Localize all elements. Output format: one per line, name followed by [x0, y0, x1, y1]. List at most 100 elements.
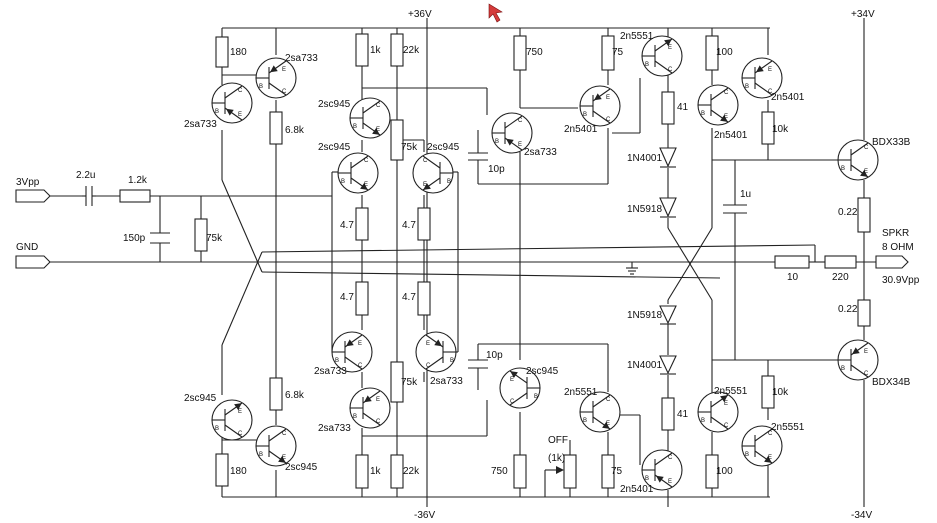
label-sa733-q6: 2sa733 — [524, 147, 557, 158]
label-n5551-q17: 2n5551 — [714, 386, 748, 397]
resistor-022-bottom — [857, 299, 871, 327]
pin-label: C — [282, 89, 287, 95]
output-swing-label: 30.9Vpp — [882, 275, 920, 286]
label-sa733-q11: 2sa733 — [314, 366, 347, 377]
input-label: 3Vpp — [16, 177, 40, 188]
pin-label: E — [606, 421, 610, 427]
label-sc945-q14: 2sc945 — [526, 366, 559, 377]
capacitors — [82, 152, 747, 369]
label-100-bottom: 100 — [716, 466, 733, 477]
label-sc945-q19: 2sc945 — [184, 393, 217, 404]
transistor-2sc945-q20: BCE — [255, 425, 297, 467]
rail-label-pos36: +36V — [408, 9, 432, 20]
resistor-41-bottom — [661, 397, 675, 431]
mouse-cursor-icon — [488, 3, 503, 23]
label-sc945-q5: 2sc945 — [427, 142, 460, 153]
label-sc945-q4: 2sc945 — [318, 142, 351, 153]
label-6k8-top: 6.8k — [285, 125, 305, 136]
label-1k-top: 1k — [370, 45, 382, 56]
pin-label: C — [426, 363, 431, 369]
transistor-bdx34b: BCE — [837, 339, 879, 381]
label-1n4001-bottom: 1N4001 — [627, 360, 662, 371]
label-n5551-q18: 2n5551 — [771, 422, 805, 433]
label-sc945-q20: 2sc945 — [285, 462, 318, 473]
pin-label: B — [534, 394, 538, 400]
label-750-top: 750 — [526, 47, 543, 58]
pin-label: E — [864, 169, 868, 175]
pin-label: C — [376, 103, 381, 109]
resistor-100-top — [705, 35, 719, 71]
label-10p-top: 10p — [488, 164, 505, 175]
label-75-bottom: 75 — [611, 466, 623, 477]
label-sa733-q13: 2sa733 — [318, 423, 351, 434]
pin-label: E — [426, 341, 430, 347]
pin-label: E — [238, 409, 242, 415]
label-180-bottom: 180 — [230, 466, 247, 477]
pin-label: C — [606, 117, 611, 123]
speaker-impedance-label: 8 OHM — [882, 242, 914, 253]
pin-label: C — [518, 118, 523, 124]
cap-150p-label: 150p — [123, 233, 146, 244]
diode-1n5918-top — [659, 197, 677, 218]
label-bdx34b: BDX34B — [872, 377, 911, 388]
pin-label: C — [376, 419, 381, 425]
pin-label: C — [724, 90, 729, 96]
resistor-180-bottom — [215, 453, 229, 487]
pin-label: B — [583, 418, 587, 424]
diodes — [659, 147, 677, 375]
label-1n5918-top: 1N5918 — [627, 204, 662, 215]
label-41-bottom: 41 — [677, 409, 689, 420]
resistor-10k-top — [761, 111, 775, 145]
label-4k7-a: 4.7 — [340, 220, 354, 231]
transistor-2sc945-q5: BCE — [412, 152, 454, 194]
label-1u: 1u — [740, 189, 751, 200]
pin-label: E — [282, 67, 286, 73]
pin-label: E — [668, 45, 672, 51]
resistor-750-bottom — [513, 454, 527, 489]
pin-label: B — [215, 426, 219, 432]
resistor-22k-top — [390, 33, 404, 67]
speaker-port-arrow — [875, 255, 909, 269]
label-220: 220 — [832, 272, 849, 283]
pin-label: B — [645, 62, 649, 68]
pin-label: B — [335, 358, 339, 364]
label-sa733-q1: 2sa733 — [184, 119, 217, 130]
pin-label: B — [341, 179, 345, 185]
transistor-2sa733-q12: BCE — [415, 331, 457, 373]
pin-label: E — [510, 377, 514, 383]
pin-label: B — [447, 179, 451, 185]
diode-1n4001-bottom — [659, 355, 677, 375]
pin-label: E — [724, 401, 728, 407]
resistor-75k-bottom — [390, 361, 404, 403]
pot-wiper — [545, 466, 564, 474]
label-n5401-q7: 2n5401 — [564, 124, 598, 135]
resistor-750-top — [513, 35, 527, 71]
label-10: 10 — [787, 272, 799, 283]
resistor-100-bottom — [705, 454, 719, 489]
resistor-75-bottom — [601, 454, 615, 489]
transistor-2n5401-q10: BCE — [741, 57, 783, 99]
pin-label: B — [701, 418, 705, 424]
pin-label: C — [668, 67, 673, 73]
label-off: OFF — [548, 435, 568, 446]
resistor-6k8-bottom — [269, 377, 283, 411]
pin-label: C — [768, 89, 773, 95]
label-41-top: 41 — [677, 102, 689, 113]
resistor-75k-input-label: 75k — [206, 233, 223, 244]
cap-2u2-label: 2.2u — [76, 170, 95, 181]
transistor-2sa733-q1: BCE — [211, 82, 253, 124]
label-n5551-q8: 2n5551 — [620, 31, 654, 42]
label-sa733-q2: 2sa733 — [285, 53, 318, 64]
potentiometer-1k — [563, 454, 577, 489]
pin-label: E — [376, 397, 380, 403]
pin-label: E — [724, 114, 728, 120]
transistor-2n5551-q8: B C E — [641, 35, 683, 77]
label-22k-bottom: 22k — [403, 466, 420, 477]
label-sa733-q12: 2sa733 — [430, 376, 463, 387]
transistor-2n5551-q17: BCE — [697, 391, 739, 433]
pin-label: C — [768, 431, 773, 437]
label-4k7-d: 4.7 — [402, 292, 416, 303]
pin-label: C — [668, 455, 673, 461]
label-22k-top: 22k — [403, 45, 420, 56]
